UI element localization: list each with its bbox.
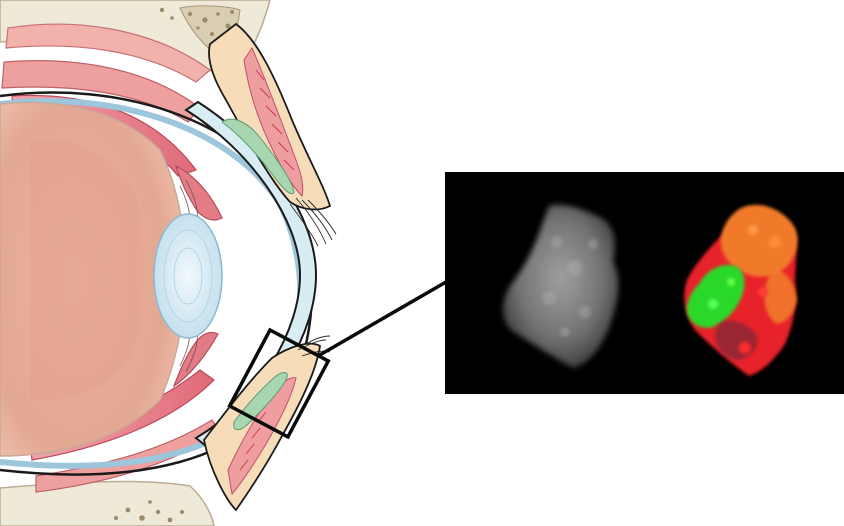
vitreous-inner-shade: [30, 139, 143, 400]
grayscale-3d-render: [503, 205, 618, 368]
imaging-panel: [445, 172, 844, 394]
orbital-bone-bottom: [0, 482, 214, 526]
leader-line: [318, 282, 446, 356]
imaging-panel-renders: [445, 172, 844, 394]
